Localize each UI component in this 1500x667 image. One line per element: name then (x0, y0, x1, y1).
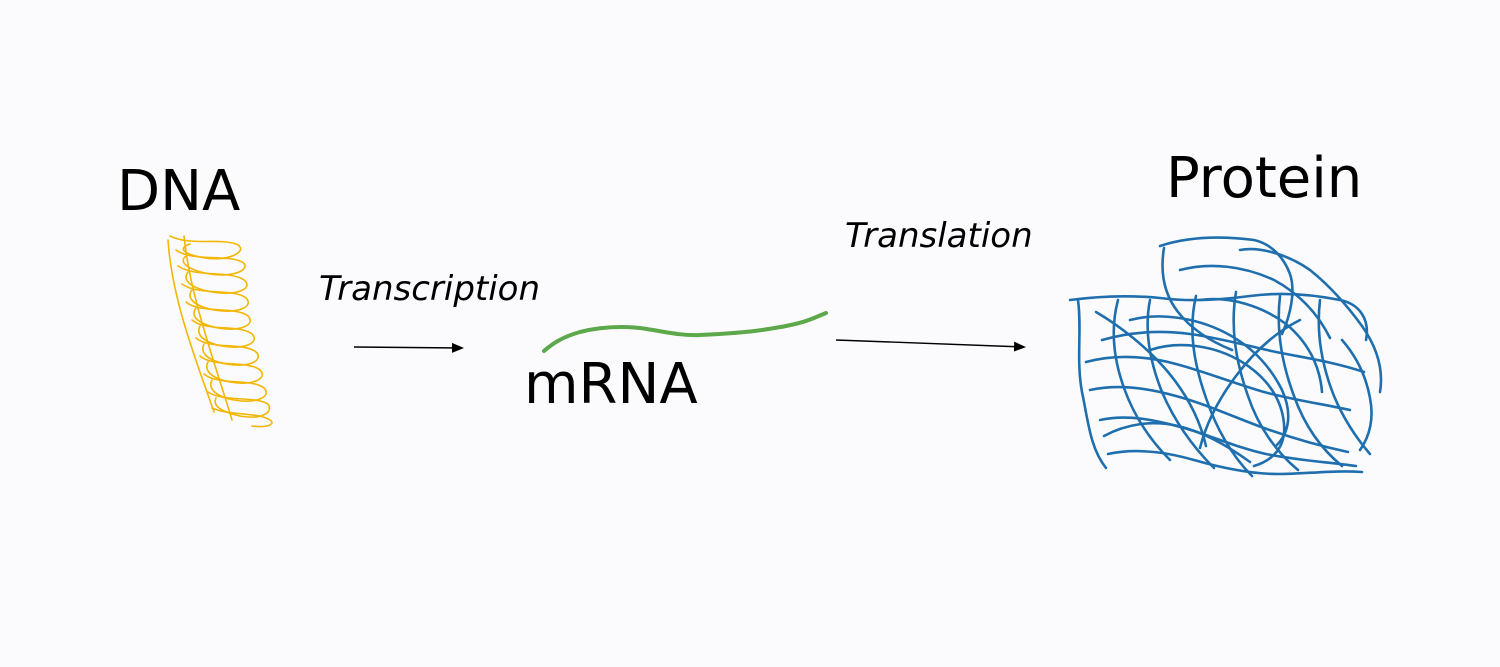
protein-label: Protein (1166, 146, 1363, 211)
mrna-strand-icon (542, 311, 828, 353)
translation-arrow (835, 339, 1026, 352)
translation-label: Translation (845, 216, 1033, 256)
protein-tangle-icon (1068, 236, 1383, 478)
mrna-label: mRNA (524, 352, 698, 417)
dna-helix-icon (167, 235, 273, 428)
transcription-label: Transcription (319, 269, 541, 309)
dna-label: DNA (117, 159, 241, 224)
transcription-arrow (353, 342, 464, 353)
